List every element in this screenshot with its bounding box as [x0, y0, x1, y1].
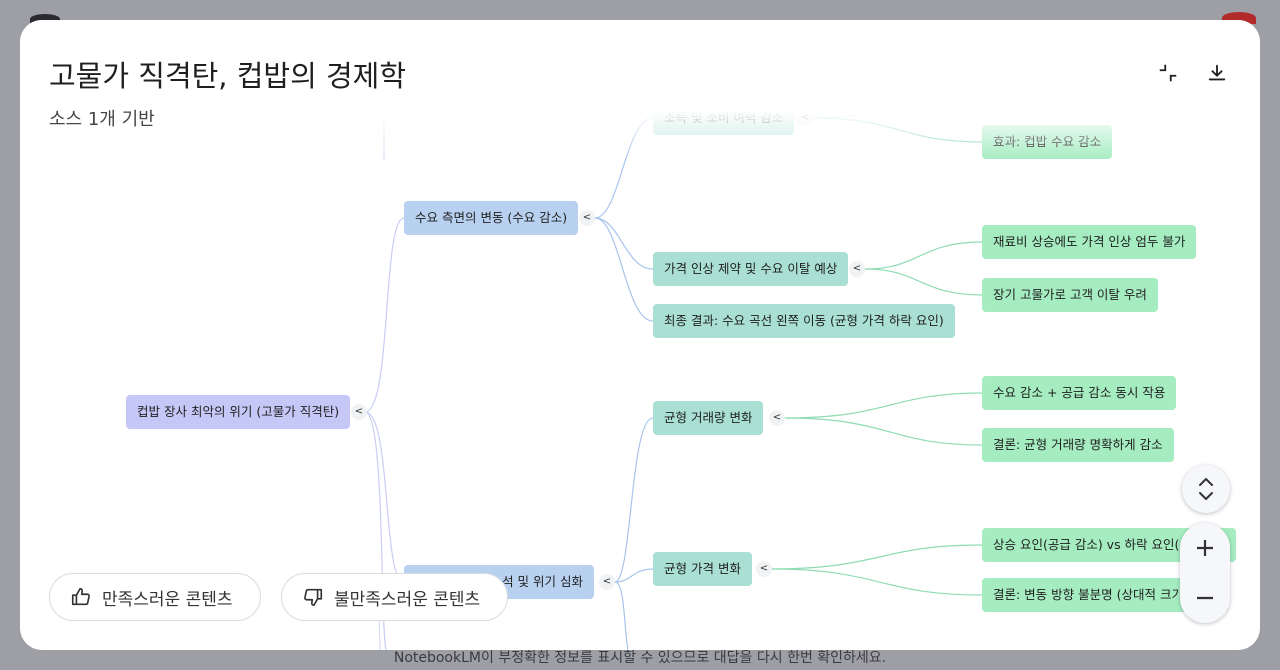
subtopic-node-equilibrium-price[interactable]: 균형 가격 변화	[653, 552, 752, 586]
leaf-node[interactable]: 재료비 상승에도 가격 인상 엄두 불가	[982, 225, 1197, 259]
source-count: 소스 1개 기반	[49, 109, 155, 130]
leaf-node[interactable]: 수요 감소 + 공급 감소 동시 작용	[982, 376, 1177, 410]
zoom-in-button[interactable]	[1180, 523, 1230, 573]
branch-node-demand[interactable]: 수요 측면의 변동 (수요 감소)	[404, 201, 579, 235]
good-feedback-label: 만족스러운 콘텐츠	[102, 589, 233, 610]
download-glyph	[1208, 64, 1226, 81]
subtopic-equilibrium-quantity-toggle[interactable]: <	[769, 410, 785, 426]
subtopic-equilibrium-price-toggle[interactable]: <	[756, 561, 772, 577]
minus-icon	[1197, 596, 1213, 600]
mindmap-dialog: 컵밥 장사 최악의 위기 (고물가 직격탄) < 수요 측면의 변동 (수요 감…	[20, 20, 1260, 650]
zoom-out-button[interactable]	[1180, 573, 1230, 623]
collapse-icon[interactable]	[1152, 57, 1184, 89]
subtopic-node-final-result[interactable]: 최종 결과: 수요 곡선 왼쪽 이동 (균형 가격 하락 요인)	[653, 304, 955, 338]
collapse-glyph	[1159, 64, 1177, 82]
background-avatar	[30, 14, 60, 24]
branch-analysis-toggle[interactable]: <	[599, 574, 615, 590]
subtopic-node-equilibrium-quantity[interactable]: 균형 거래량 변화	[653, 401, 764, 435]
download-icon[interactable]	[1201, 57, 1233, 89]
leaf-node[interactable]: 효과: 컵밥 수요 감소	[982, 125, 1113, 159]
mindmap-root-node[interactable]: 컵밥 장사 최악의 위기 (고물가 직격탄)	[126, 395, 351, 429]
good-feedback-button[interactable]: 만족스러운 콘텐츠	[49, 573, 261, 621]
subtopic-price-limit-toggle[interactable]: <	[849, 261, 865, 277]
page-title: 고물가 직격탄, 컵밥의 경제학	[49, 59, 407, 93]
bad-feedback-button[interactable]: 불만족스러운 콘텐츠	[281, 573, 508, 621]
plus-icon	[1197, 540, 1213, 556]
leaf-node[interactable]: 장기 고물가로 고객 이탈 우려	[982, 278, 1158, 312]
leaf-node[interactable]: 결론: 균형 거래량 명확하게 감소	[982, 428, 1174, 462]
branch-demand-toggle[interactable]: <	[579, 210, 595, 226]
subtopic-node-income[interactable]: 소득 및 소비 여력 감소	[653, 101, 795, 135]
unfold-icon	[1199, 478, 1213, 500]
bad-feedback-label: 불만족스러운 콘텐츠	[334, 589, 481, 610]
zoom-controls	[1180, 523, 1230, 623]
thumbs-up-icon	[71, 587, 90, 606]
subtopic-node-price-limit[interactable]: 가격 인상 제약 및 수요 이탈 예상	[653, 252, 849, 286]
root-collapse-toggle[interactable]: <	[351, 404, 367, 420]
thumbs-down-icon	[304, 588, 323, 607]
subtopic-income-toggle[interactable]: <	[797, 110, 813, 126]
disclaimer-note: NotebookLM이 부정확한 정보를 표시할 수 있으므로 대답을 다시 한…	[393, 650, 887, 666]
expand-all-button[interactable]	[1182, 465, 1230, 513]
